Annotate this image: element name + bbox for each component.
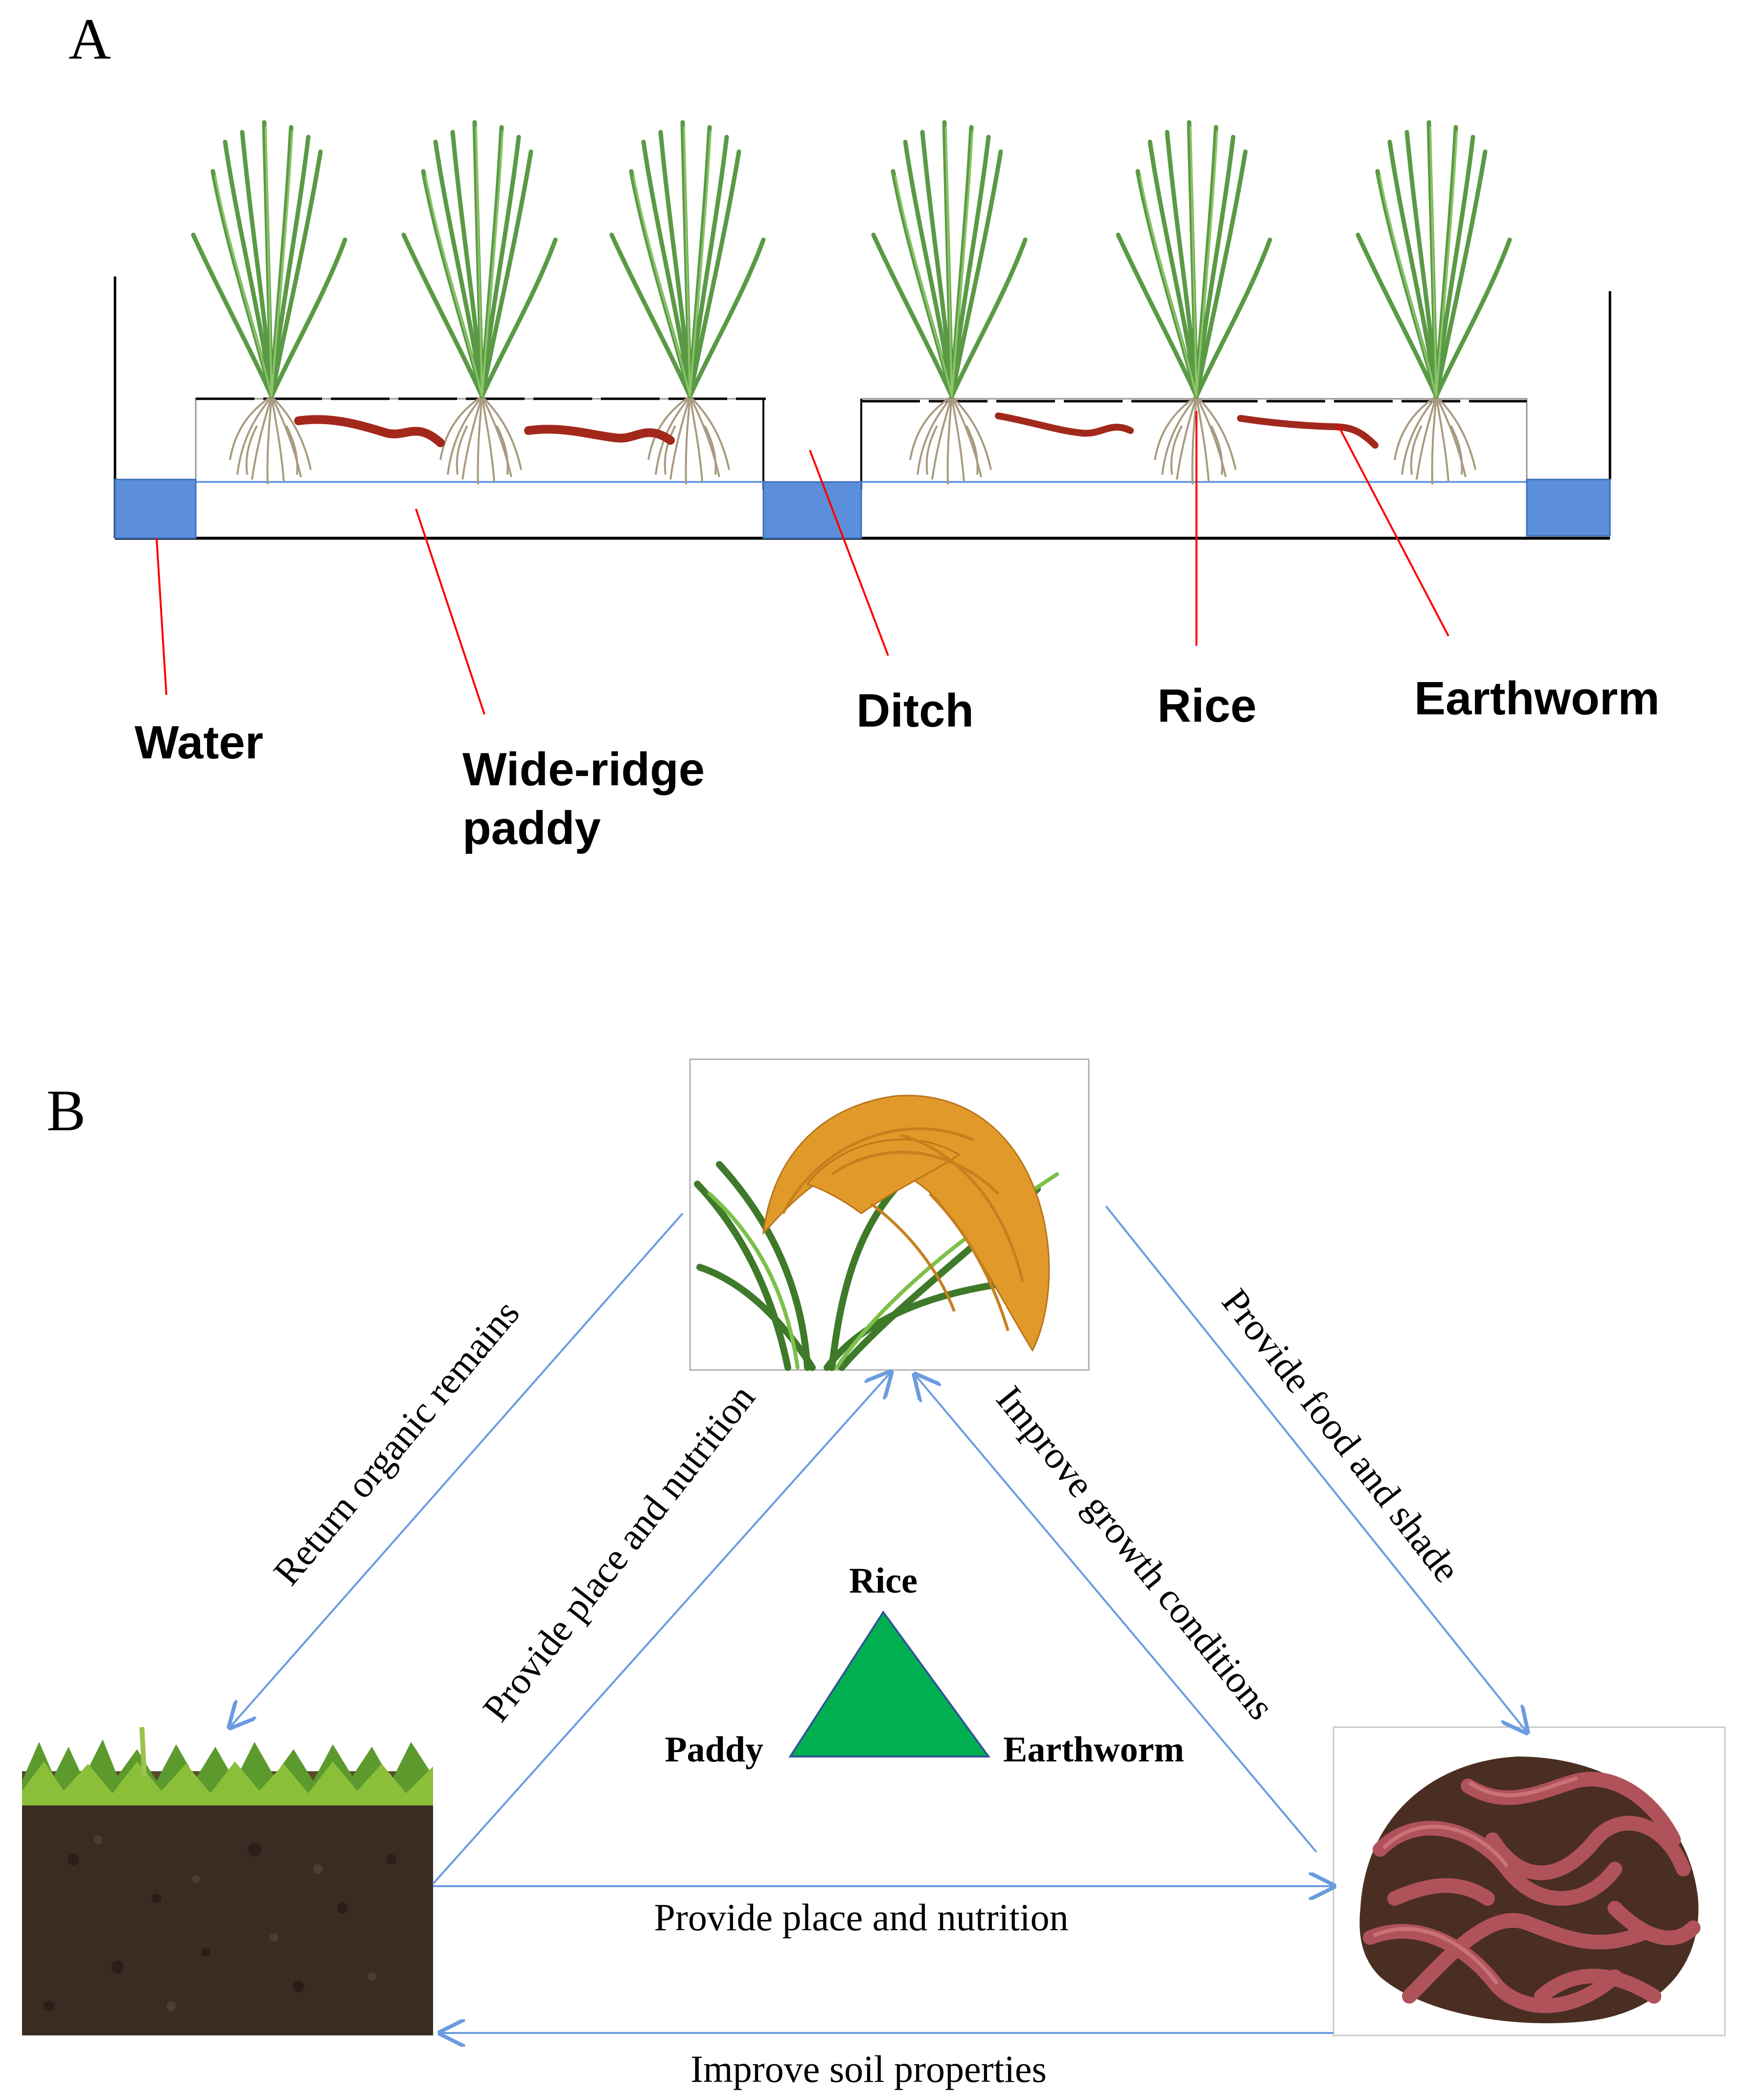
label-wide-ridge-line2: paddy: [462, 802, 601, 854]
triangle-label-rice: Rice: [849, 1561, 918, 1601]
label-earthworm: Earthworm: [1414, 672, 1659, 725]
water-block-right: [1526, 479, 1611, 537]
arrow-rice-to-paddy: [230, 1212, 684, 1727]
rice-plant-5: [1118, 122, 1270, 484]
arrow-rice-to-earthworm: [1105, 1205, 1527, 1732]
label-provide-food: Provide food and shade: [1214, 1281, 1469, 1590]
flow-arrows: [230, 1205, 1527, 2033]
water-block-left: [114, 479, 197, 539]
rice-plant-6: [1358, 122, 1510, 484]
label-provide-place-horizontal: Provide place and nutrition: [654, 1896, 1069, 1939]
triangle-label-earthworm: Earthworm: [1003, 1730, 1184, 1770]
rice-plant-1: [193, 122, 345, 484]
label-rice: Rice: [1157, 680, 1257, 732]
label-wide-ridge-line1: Wide-ridge: [462, 743, 705, 796]
label-return-organic: Return organic remains: [265, 1292, 528, 1593]
rice-plant-4: [873, 122, 1025, 484]
earthworm-image: [1332, 1726, 1726, 2036]
label-water: Water: [135, 716, 263, 769]
arrow-earthworm-to-rice: [915, 1375, 1317, 1853]
water-block-middle: [762, 481, 862, 539]
pointer-lines: [156, 411, 1449, 715]
central-triangle: [788, 1610, 990, 1758]
label-ditch: Ditch: [856, 685, 974, 737]
label-improve-growth: Improve growth conditions: [988, 1378, 1283, 1728]
earthworms: [294, 412, 1378, 449]
panel-a-letter: A: [69, 6, 111, 71]
paddy-field-schematic: [114, 276, 1611, 540]
triangle-label-paddy: Paddy: [665, 1730, 763, 1770]
panel-b-letter: B: [46, 1078, 86, 1143]
rice-plant-3: [612, 122, 763, 484]
arrow-paddy-to-rice: [432, 1372, 891, 1885]
label-improve-soil: Improve soil properties: [690, 2048, 1047, 2090]
rice-image: [689, 1058, 1090, 1371]
paddy-soil-image: [22, 1727, 433, 2035]
